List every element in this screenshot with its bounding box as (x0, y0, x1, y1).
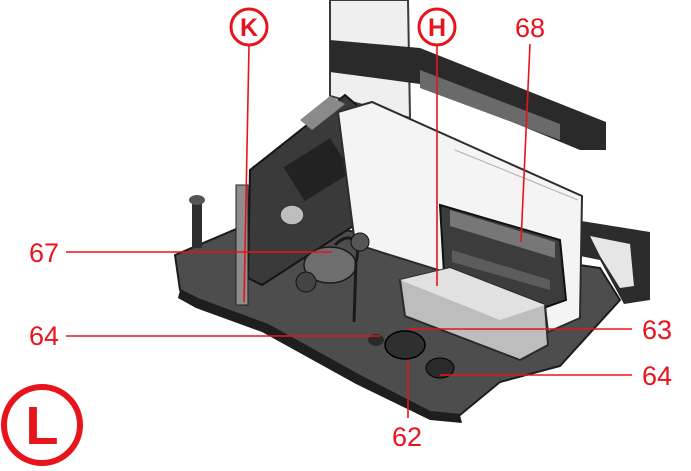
small-component-b (295, 271, 317, 293)
bottom-component-left (368, 334, 384, 346)
marker-k-label: K (240, 14, 258, 42)
small-component-a (350, 232, 370, 252)
capacitor (279, 204, 305, 226)
left-card-chip (283, 138, 352, 202)
left-card-top-edge (300, 96, 345, 130)
callout-64-right: 64 (642, 361, 672, 391)
right-rail-gap (590, 236, 634, 288)
marker-k-circle (229, 7, 269, 47)
callout-63: 63 (642, 315, 672, 345)
marker-l-circle (1, 384, 83, 466)
leader-lines (66, 43, 632, 418)
leader-68 (520, 43, 531, 243)
leader-k (243, 45, 250, 303)
rear-rail-inner (420, 70, 560, 140)
callout-62: 62 (392, 422, 422, 452)
panel-shade-line (454, 149, 579, 201)
marker-l-label: L (26, 396, 59, 456)
mounting-post-cap (189, 195, 205, 205)
bottom-component (384, 330, 426, 360)
marker-h-circle (417, 7, 457, 47)
marker-h: H (417, 7, 457, 47)
callout-68: 68 (515, 13, 545, 43)
callout-64-left: 64 (29, 321, 59, 351)
connector-pins (450, 210, 555, 258)
main-board-edge (178, 290, 462, 423)
connector-pins-2 (452, 250, 550, 290)
marker-l: L (1, 384, 83, 466)
marker-k: K (229, 7, 269, 47)
marker-h-label: H (428, 14, 446, 42)
callout-67: 67 (29, 238, 59, 268)
bottom-component-right (425, 357, 455, 379)
mounting-post (192, 198, 202, 248)
